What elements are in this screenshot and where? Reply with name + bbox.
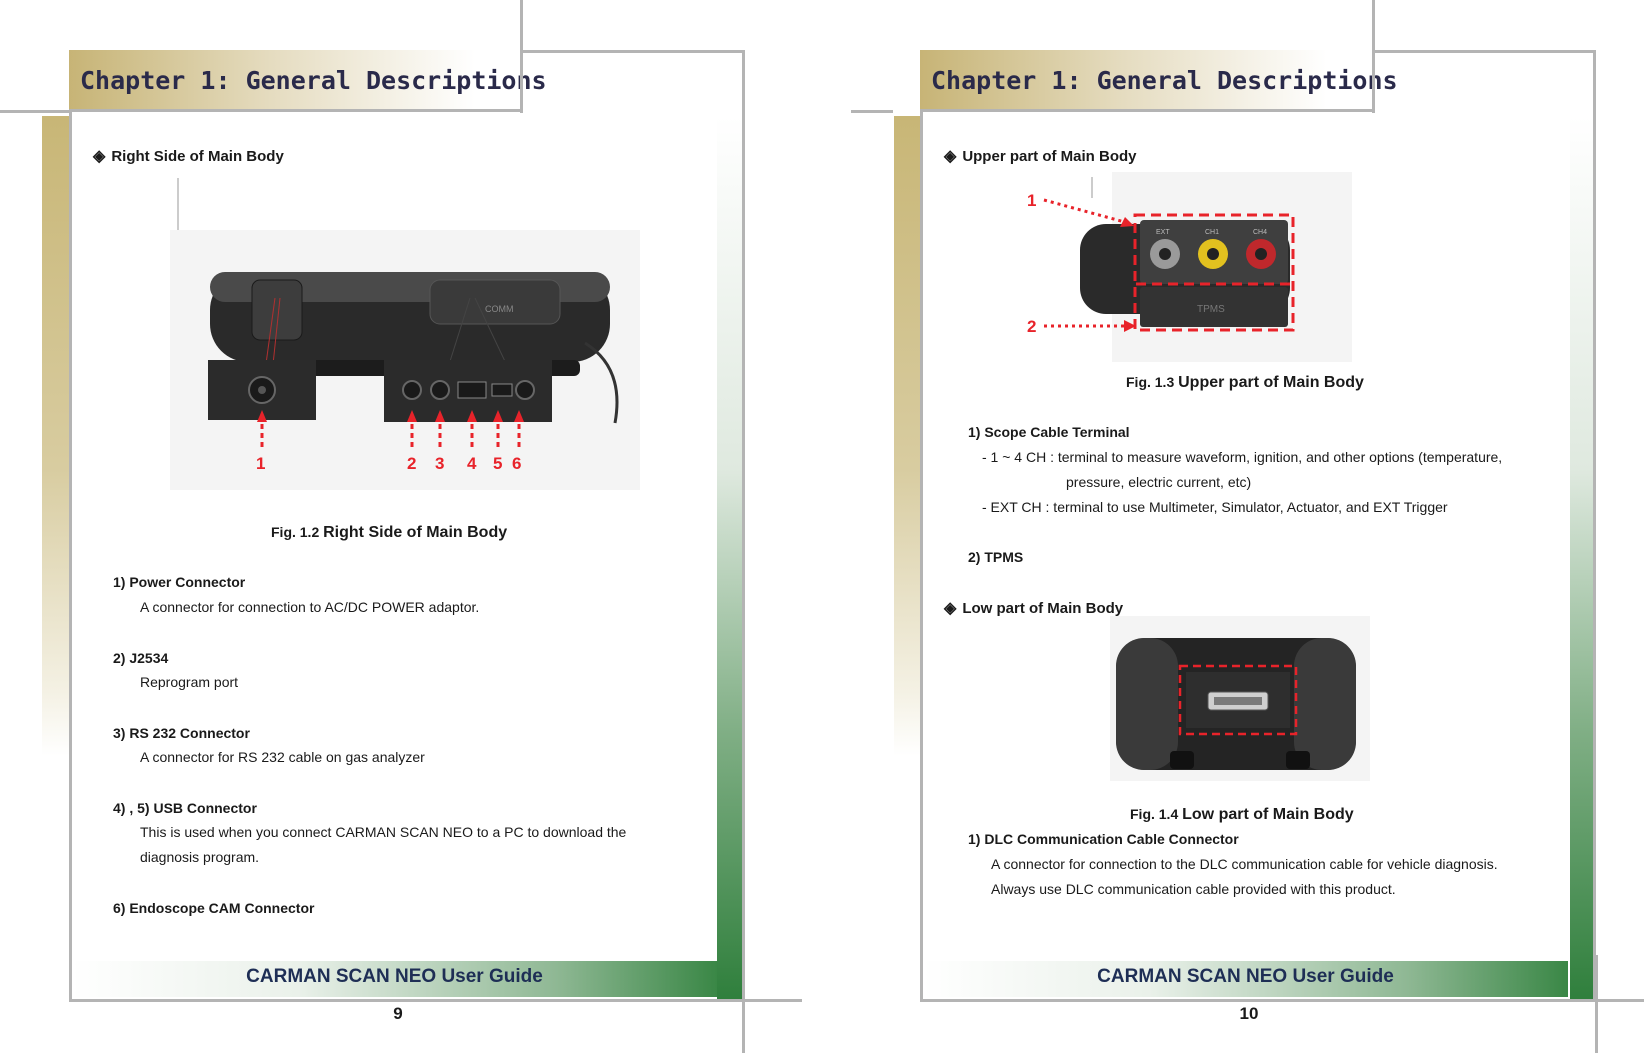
item-text: - 1 ~ 4 CH : terminal to measure wavefor… xyxy=(982,449,1503,465)
crop-mark xyxy=(1595,955,1598,1053)
item-heading: 2) TPMS xyxy=(968,549,1024,565)
callout-1: 1 xyxy=(1027,191,1036,210)
ch1-label: CH1 xyxy=(1205,229,1219,236)
item-heading: 3) RS 232 Connector xyxy=(113,725,250,741)
header-divider xyxy=(520,0,523,113)
callout-4: 4 xyxy=(467,454,477,473)
ext-label: EXT xyxy=(1156,229,1170,236)
section-heading: ◈Right Side of Main Body xyxy=(93,148,284,165)
item-text: This is used when you connect CARMAN SCA… xyxy=(140,824,627,840)
item-heading: 1) DLC Communication Cable Connector xyxy=(968,831,1239,847)
upper-device-figure: EXT CH1 CH4 TPMS 1 2 xyxy=(1027,172,1352,362)
item-text: Always use DLC communication cable provi… xyxy=(991,881,1396,897)
section-heading-low: ◈Low part of Main Body xyxy=(944,600,1124,617)
chapter-header: Chapter 1: General Descriptions xyxy=(69,50,547,112)
callout-6: 6 xyxy=(512,454,521,473)
item-text: pressure, electric current, etc) xyxy=(1066,474,1252,490)
comm-label: COMM xyxy=(485,304,514,314)
green-side-bar xyxy=(717,116,743,1000)
item-text: - EXT CH : terminal to use Multimeter, S… xyxy=(982,499,1448,515)
footer-title: CARMAN SCAN NEO User Guide xyxy=(246,966,543,987)
footer-banner: CARMAN SCAN NEO User Guide xyxy=(923,961,1568,997)
tpms-label: TPMS xyxy=(1197,304,1225,315)
item-text: A connector for connection to the DLC co… xyxy=(991,856,1498,872)
header-divider xyxy=(1372,0,1375,113)
page-number: 10 xyxy=(1239,1004,1259,1023)
diamond-bullet-icon: ◈ xyxy=(93,148,106,165)
chapter-header: Chapter 1: General Descriptions xyxy=(920,50,1398,112)
item-heading: 4) , 5) USB Connector xyxy=(113,800,257,816)
callout-2: 2 xyxy=(407,454,416,473)
callout-5: 5 xyxy=(493,454,502,473)
ch4-label: CH4 xyxy=(1253,229,1267,236)
crop-mark xyxy=(1595,999,1644,1002)
chapter-title: Chapter 1: General Descriptions xyxy=(80,66,547,95)
figure-caption: Fig. 1.3 Upper part of Main Body xyxy=(1126,374,1364,391)
item-heading: 2) J2534 xyxy=(113,650,169,666)
right-side-device-figure: COMM xyxy=(170,178,640,490)
section-heading-upper: ◈Upper part of Main Body xyxy=(944,148,1137,165)
low-device-figure xyxy=(1110,616,1370,781)
diamond-bullet-icon: ◈ xyxy=(944,600,957,617)
item-text: A connector for connection to AC/DC POWE… xyxy=(140,599,480,615)
item-text: Reprogram port xyxy=(140,674,239,690)
item-text: A connector for RS 232 cable on gas anal… xyxy=(140,749,425,765)
callout-2: 2 xyxy=(1027,317,1036,336)
diamond-bullet-icon: ◈ xyxy=(944,148,957,165)
item-text: diagnosis program. xyxy=(140,849,260,865)
figure-caption: Fig. 1.4 Low part of Main Body xyxy=(1130,806,1354,823)
gold-side-bar xyxy=(894,116,921,756)
crop-mark xyxy=(742,955,745,1053)
item-heading: 1) Scope Cable Terminal xyxy=(968,424,1130,440)
item-heading: 1) Power Connector xyxy=(113,574,246,590)
right-page: Chapter 1: General Descriptions ◈Upper p… xyxy=(822,0,1644,1053)
crop-mark xyxy=(851,110,893,113)
callout-3: 3 xyxy=(435,454,444,473)
left-page: Chapter 1: General Descriptions ◈Right S… xyxy=(0,0,822,1053)
chapter-title: Chapter 1: General Descriptions xyxy=(931,66,1398,95)
item-heading: 6) Endoscope CAM Connector xyxy=(113,900,315,916)
green-side-bar xyxy=(1570,116,1596,1000)
footer-banner: CARMAN SCAN NEO User Guide xyxy=(72,961,717,997)
figure-caption: Fig. 1.2 Right Side of Main Body xyxy=(271,524,508,541)
footer-title: CARMAN SCAN NEO User Guide xyxy=(1097,966,1394,987)
crop-mark xyxy=(0,110,69,113)
crop-mark xyxy=(720,999,802,1002)
gold-side-bar xyxy=(42,116,69,756)
callout-1: 1 xyxy=(256,454,265,473)
page-number: 9 xyxy=(393,1004,403,1023)
